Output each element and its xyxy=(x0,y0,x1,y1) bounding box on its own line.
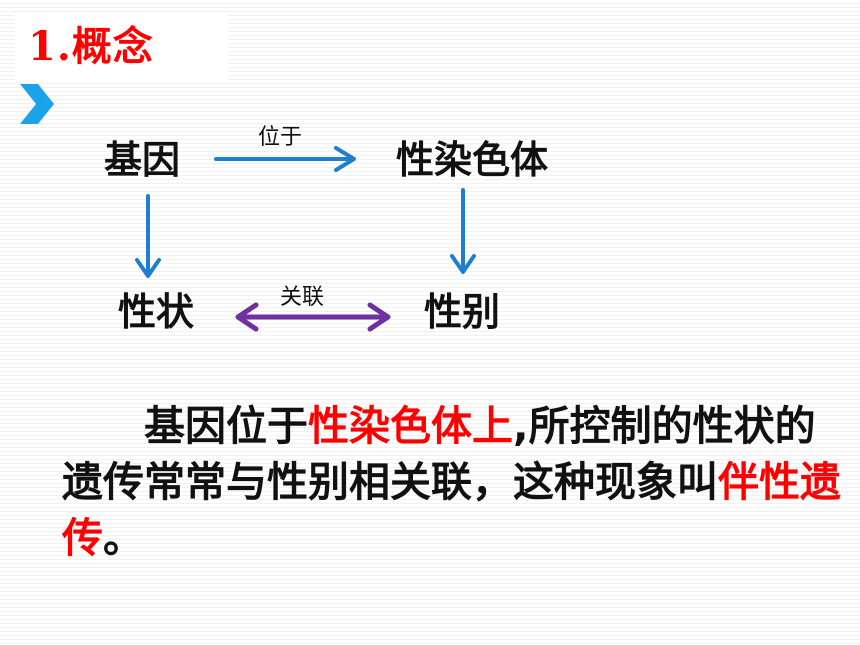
paragraph-text-3: 。 xyxy=(103,514,144,562)
title-box xyxy=(14,12,228,82)
node-sex-chromosome: 性染色体 xyxy=(396,138,549,182)
edge-label-located-on: 位于 xyxy=(258,125,303,150)
slide-title: 1.概念 xyxy=(28,23,154,70)
arrow-chromosome-to-sex xyxy=(450,188,476,274)
paragraph-text-1: 基因位于 xyxy=(144,402,308,450)
arrow-gene-to-trait xyxy=(135,194,161,278)
highlight-sex-chromosome: 性染色体上 xyxy=(308,402,513,450)
definition-paragraph: 基因位于性染色体上,所控制的性状的遗传常常与性别相关联，这种现象叫伴性遗传。 xyxy=(62,398,842,566)
arrow-gene-to-chromosome xyxy=(214,146,356,172)
edge-label-associated: 关联 xyxy=(280,285,325,310)
chevron-right-icon xyxy=(20,84,54,124)
node-sex: 性别 xyxy=(424,290,501,334)
node-trait: 性状 xyxy=(118,290,195,334)
node-gene: 基因 xyxy=(104,138,181,182)
arrow-trait-sex-double xyxy=(235,302,391,332)
highlight-sex-linked-inheritance: 伴性遗传 xyxy=(62,458,841,562)
paragraph-text-2: ,所控制的性状的遗传常常与性别相关联，这种现象叫 xyxy=(62,402,816,506)
